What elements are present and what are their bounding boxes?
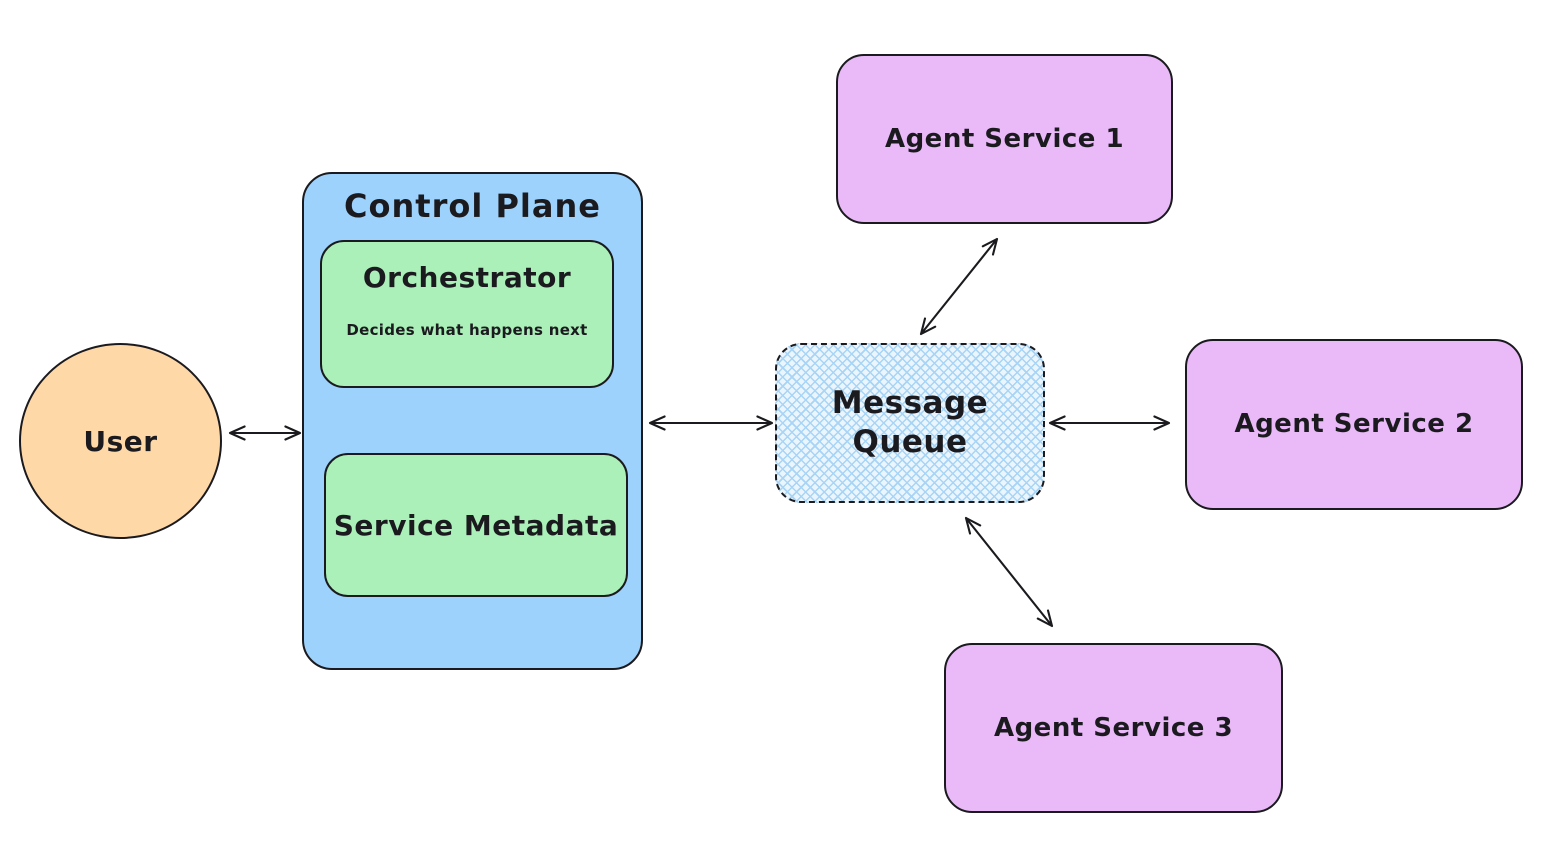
arrow-message_queue-agent_service_1 <box>919 237 999 336</box>
orchestrator-sublabel: Decides what happens next <box>346 321 588 339</box>
agent-service-2-node: Agent Service 2 <box>1185 339 1523 510</box>
agent-service-2-label: Agent Service 2 <box>1234 409 1474 440</box>
arrow-control_plane-message_queue <box>648 415 774 431</box>
agent-service-3-label: Agent Service 3 <box>993 712 1234 743</box>
message-queue-node: Message Queue <box>775 343 1045 503</box>
arrow-message_queue-agent_service_3 <box>964 516 1054 628</box>
control-plane-node: Control Plane Orchestrator Decides what … <box>302 172 643 670</box>
orchestrator-node: Orchestrator Decides what happens next <box>320 240 614 388</box>
agent-service-1-label: Agent Service 1 <box>884 123 1125 154</box>
agent-service-1-node: Agent Service 1 <box>836 54 1173 224</box>
user-label: User <box>83 424 158 458</box>
service-metadata-node: Service Metadata <box>324 453 628 597</box>
orchestrator-label: Orchestrator <box>362 261 572 294</box>
service-metadata-label: Service Metadata <box>333 508 619 542</box>
arrow-message_queue-agent_service_2 <box>1048 415 1171 431</box>
arrow-user-control_plane <box>228 425 302 441</box>
control-plane-label: Control Plane <box>344 187 601 225</box>
user-node: User <box>19 343 222 539</box>
agent-service-3-node: Agent Service 3 <box>944 643 1283 813</box>
message-queue-label: Message Queue <box>831 385 989 460</box>
